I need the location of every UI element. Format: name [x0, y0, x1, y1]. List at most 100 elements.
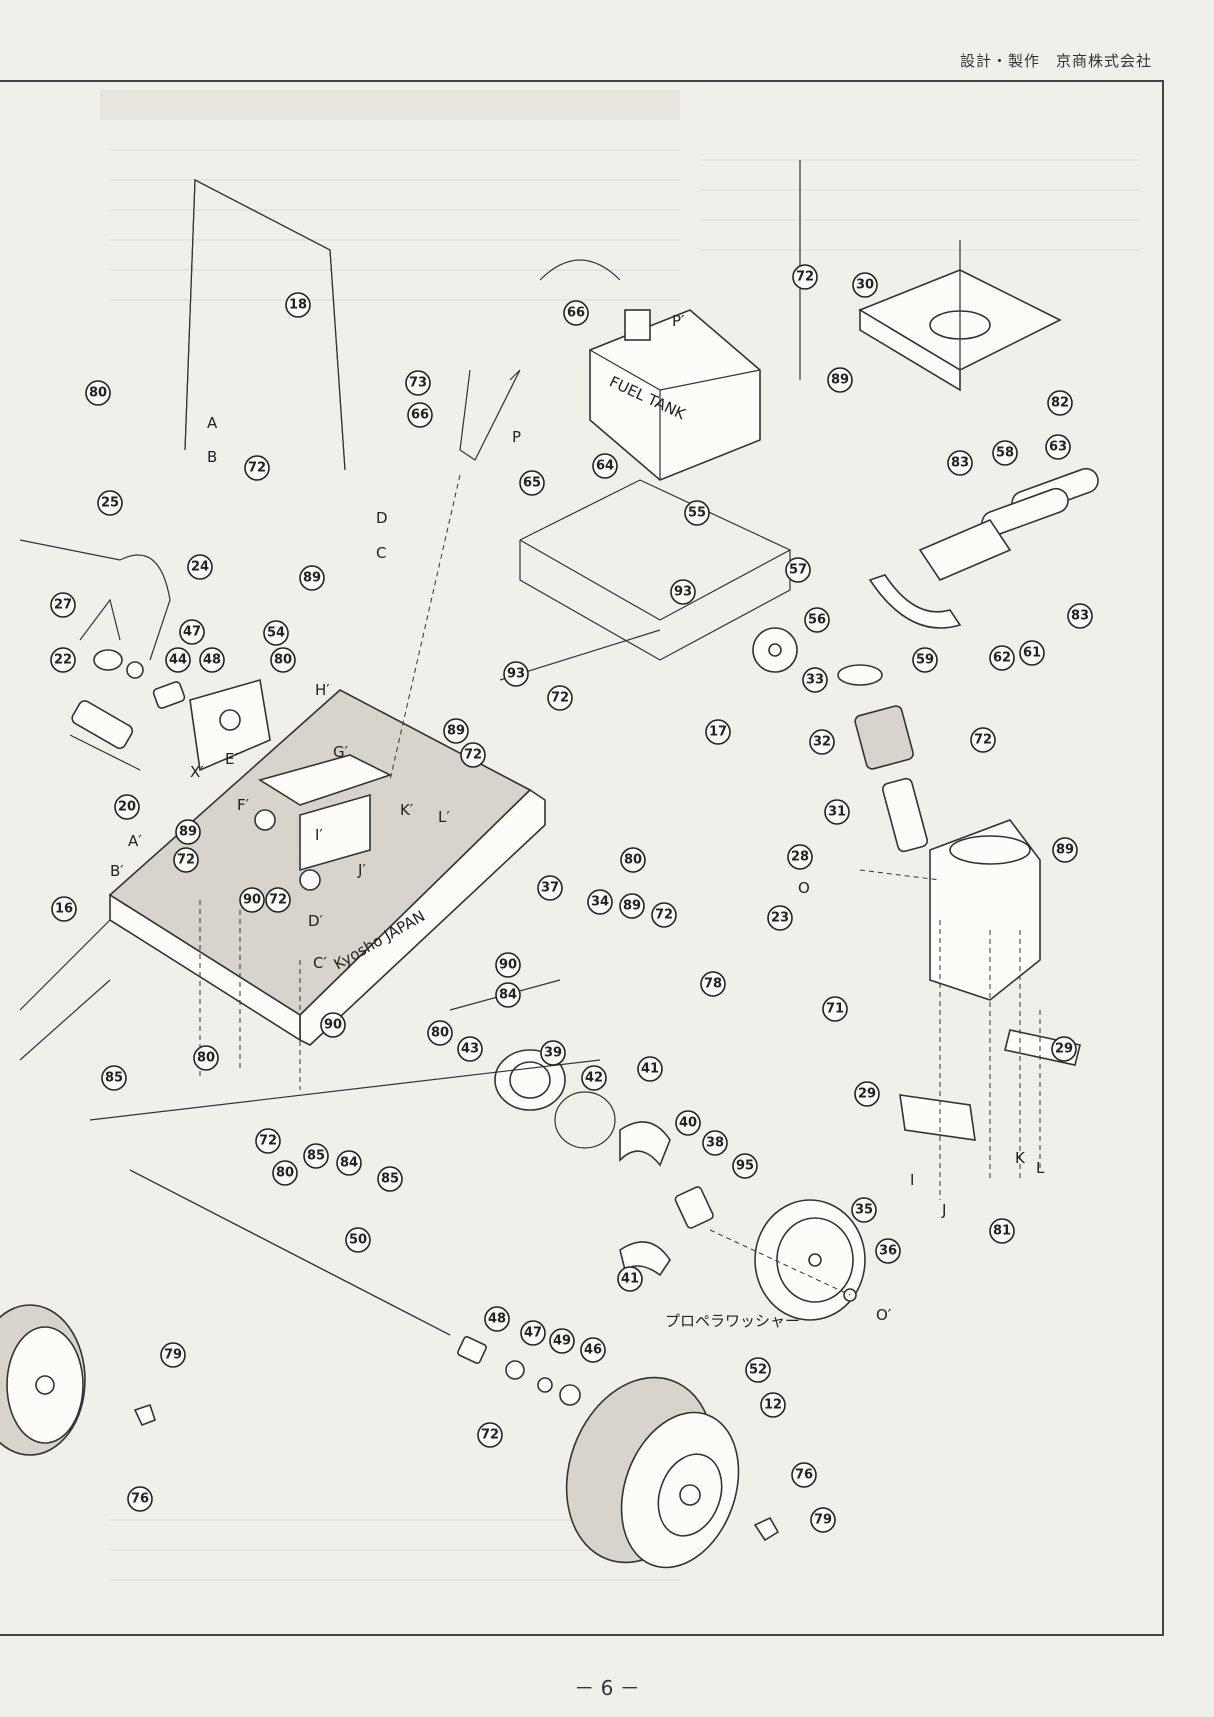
svg-text:29: 29	[858, 1087, 876, 1102]
page-number: － 6 －	[574, 1676, 640, 1700]
svg-text:64: 64	[596, 459, 614, 474]
svg-text:72: 72	[974, 733, 992, 748]
callout-30: 30	[852, 272, 878, 298]
svg-text:56: 56	[808, 613, 826, 628]
marker-I: I	[910, 1171, 914, 1189]
callout-17: 17	[705, 719, 731, 745]
callout-25: 25	[97, 490, 123, 516]
svg-text:40: 40	[679, 1116, 697, 1131]
svg-text:79: 79	[164, 1348, 182, 1363]
svg-text:33: 33	[806, 673, 824, 688]
callout-93b: 93	[503, 661, 529, 687]
svg-text:72: 72	[259, 1134, 277, 1149]
marker-O-prime: O′	[876, 1306, 892, 1324]
callout-72h: 72	[460, 742, 486, 768]
handle-bar	[184, 179, 346, 471]
callout-31: 31	[824, 799, 850, 825]
svg-text:85: 85	[381, 1172, 399, 1187]
svg-text:76: 76	[131, 1492, 149, 1507]
callout-62: 62	[989, 645, 1015, 671]
callout-38: 38	[702, 1130, 728, 1156]
svg-text:79: 79	[814, 1513, 832, 1528]
tank-bracket	[459, 369, 521, 461]
callout-80d: 80	[193, 1045, 219, 1071]
svg-text:58: 58	[996, 446, 1014, 461]
callout-29b: 29	[1051, 1036, 1077, 1062]
svg-text:95: 95	[736, 1159, 754, 1174]
callout-28: 28	[787, 844, 813, 870]
svg-text:72: 72	[177, 853, 195, 868]
marker-P-prime: P′	[672, 312, 685, 330]
callout-63: 63	[1045, 434, 1071, 460]
marker-E-prime: E′	[225, 750, 238, 768]
svg-text:72: 72	[248, 461, 266, 476]
callout-23: 23	[767, 905, 793, 931]
callout-40: 40	[675, 1110, 701, 1136]
callout-83a: 83	[947, 450, 973, 476]
callout-80a: 80	[85, 380, 111, 406]
svg-text:49: 49	[553, 1334, 571, 1349]
svg-text:90: 90	[243, 893, 261, 908]
marker-X-prime: X′	[190, 763, 204, 781]
rear-axle	[129, 1169, 581, 1406]
callout-80e: 80	[272, 1160, 298, 1186]
marker-J-prime: J′	[357, 861, 366, 879]
callout-29a: 29	[854, 1081, 880, 1107]
page-frame	[0, 80, 1164, 1636]
svg-text:89: 89	[831, 373, 849, 388]
callout-89d: 89	[619, 893, 645, 919]
callout-72j: 72	[265, 887, 291, 913]
marker-I-prime: I′	[315, 826, 323, 844]
callout-72e: 72	[651, 902, 677, 928]
svg-text:72: 72	[269, 893, 287, 908]
callout-42: 42	[581, 1065, 607, 1091]
callout-54: 54	[263, 620, 289, 646]
callout-20: 20	[114, 794, 140, 820]
callout-58: 58	[992, 440, 1018, 466]
svg-text:78: 78	[704, 977, 722, 992]
svg-text:90: 90	[324, 1018, 342, 1033]
marker-C-prime: C′	[313, 954, 327, 972]
callout-83b: 83	[1067, 603, 1093, 629]
marker-A-prime: A′	[128, 832, 142, 850]
svg-text:72: 72	[551, 691, 569, 706]
marker-B-prime: B′	[110, 862, 124, 880]
svg-text:89: 89	[1056, 843, 1074, 858]
chassis-plate: Kyosho JAPAN	[108, 689, 546, 1046]
marker-A: A	[207, 414, 218, 432]
callout-89e: 89	[443, 718, 469, 744]
callout-78: 78	[700, 971, 726, 997]
callout-72g: 72	[477, 1422, 503, 1448]
callout-41b: 41	[617, 1266, 643, 1292]
svg-text:63: 63	[1049, 440, 1067, 455]
svg-text:17: 17	[709, 725, 727, 740]
callout-71: 71	[822, 996, 848, 1022]
svg-text:84: 84	[499, 988, 517, 1003]
svg-text:25: 25	[101, 496, 119, 511]
svg-text:37: 37	[541, 881, 559, 896]
svg-text:52: 52	[749, 1363, 767, 1378]
svg-text:65: 65	[523, 476, 541, 491]
svg-text:48: 48	[203, 653, 221, 668]
svg-text:84: 84	[340, 1156, 358, 1171]
svg-text:89: 89	[623, 899, 641, 914]
callout-72f: 72	[255, 1128, 281, 1154]
callout-32: 32	[809, 729, 835, 755]
callout-90c: 90	[239, 887, 265, 913]
upper-frame	[519, 479, 798, 673]
svg-text:47: 47	[524, 1326, 542, 1341]
svg-text:89: 89	[179, 825, 197, 840]
callout-56: 56	[804, 607, 830, 633]
engine	[859, 819, 1041, 1001]
svg-text:71: 71	[826, 1002, 844, 1017]
svg-text:66: 66	[567, 306, 585, 321]
svg-text:83: 83	[951, 456, 969, 471]
callout-72d: 72	[970, 727, 996, 753]
marker-K: K	[1015, 1149, 1026, 1167]
svg-text:80: 80	[197, 1051, 215, 1066]
callout-89c: 89	[1052, 837, 1078, 863]
svg-text:28: 28	[791, 850, 809, 865]
svg-text:72: 72	[796, 270, 814, 285]
callout-47b: 47	[520, 1320, 546, 1346]
svg-text:62: 62	[993, 651, 1011, 666]
